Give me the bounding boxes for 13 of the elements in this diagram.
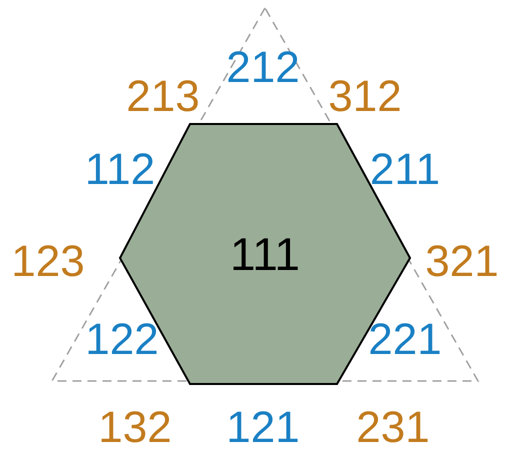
vertex-label: 122 [85,318,159,362]
vertex-label: 231 [356,406,430,450]
vertex-label: 312 [328,75,402,119]
vertex-label: 212 [226,46,300,90]
node-label: 111 [230,231,300,277]
vertex-label: 321 [425,240,499,284]
vertex-label: 211 [370,148,440,192]
vertex-label: 221 [368,318,442,362]
vertex-label: 132 [98,406,172,450]
vertex-label: 121 [226,406,300,450]
vertex-label: 112 [84,148,156,192]
vertex-label: 213 [126,75,200,119]
vertex-label: 123 [11,240,85,284]
